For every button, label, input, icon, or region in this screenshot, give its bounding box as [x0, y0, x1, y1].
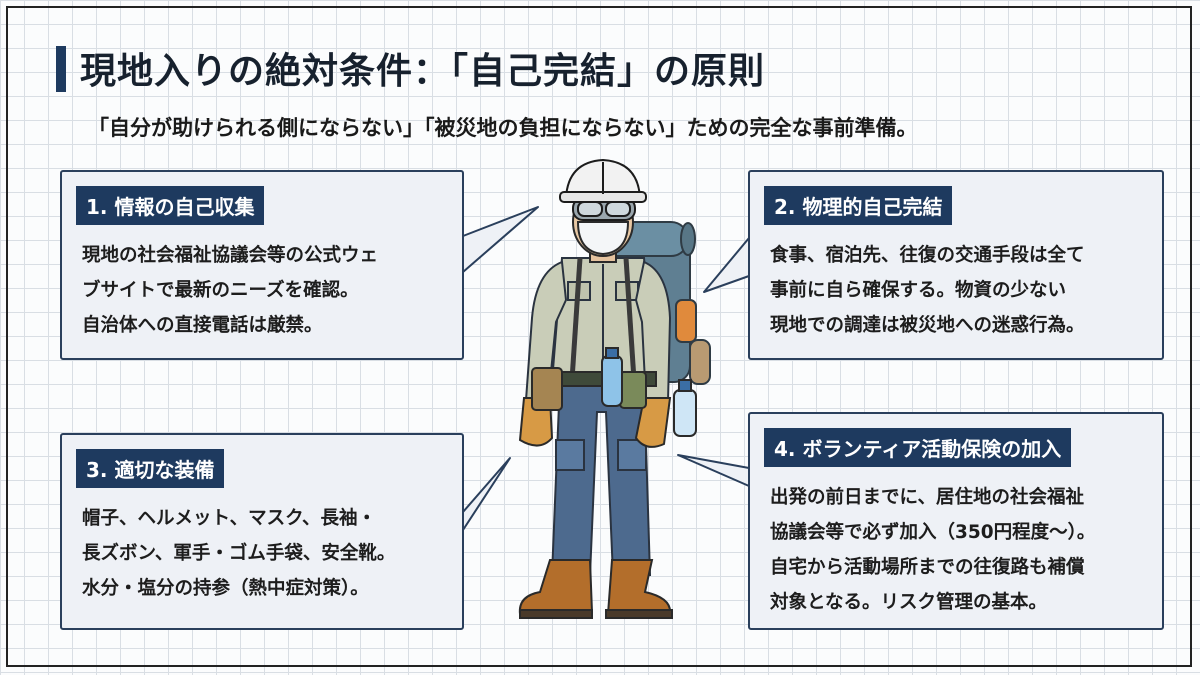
water-bottle-icon [601, 347, 697, 437]
slide-frame [6, 6, 1192, 667]
card-line: 現地の社会福祉協議会等の公式ウェ [82, 245, 379, 266]
card-line: 水分・塩分の持参（熱中症対策）。 [82, 578, 369, 599]
gloves-icon [518, 397, 672, 448]
card-line: 食事、宿泊先、往復の交通手段は全て [770, 245, 1085, 266]
card-line: 現地での調達は被災地への迷惑行為。 [770, 315, 1085, 336]
card-label: 1. 情報の自己収集 [76, 186, 265, 225]
card-line: 事前に自ら確保する。物資の少ない [770, 280, 1067, 301]
card-line: 協議会等で必ず加入（350円程度〜）。 [770, 522, 1096, 543]
card-body: 食事、宿泊先、往復の交通手段は全て 事前に自ら確保する。物資の少ない 現地での調… [770, 238, 1150, 343]
card-label: 2. 物理的自己完結 [764, 186, 953, 225]
card-line: 対象となる。リスク管理の基本。 [770, 592, 1047, 613]
card-proper-equipment: 3. 適切な装備 帽子、ヘルメット、マスク、長袖・ 長ズボン、軍手・ゴム手袋、安… [60, 433, 464, 630]
card-physical-self-sufficiency: 2. 物理的自己完結 食事、宿泊先、往復の交通手段は全て 事前に自ら確保する。物… [748, 170, 1164, 360]
card-line: 自治体への直接電話は厳禁。 [82, 315, 323, 336]
card-body: 出発の前日までに、居住地の社会福祉 協議会等で必ず加入（350円程度〜）。 自宅… [770, 480, 1150, 620]
card-line: 出発の前日までに、居住地の社会福祉 [770, 487, 1084, 508]
card-information-self-collection: 1. 情報の自己収集 現地の社会福祉協議会等の公式ウェ ブサイトで最新のニーズを… [60, 170, 464, 360]
card-line: ブサイトで最新のニーズを確認。 [82, 280, 359, 301]
callout-tail-3 [462, 457, 511, 531]
callout-tail-2 [703, 237, 750, 293]
helmet-icon [559, 158, 647, 203]
safety-boots-icon [518, 559, 673, 619]
card-line: 帽子、ヘルメット、マスク、長袖・ [82, 508, 376, 529]
card-volunteer-insurance: 4. ボランティア活動保険の加入 出発の前日までに、居住地の社会福祉 協議会等で… [748, 412, 1164, 630]
card-body: 現地の社会福祉協議会等の公式ウェ ブサイトで最新のニーズを確認。 自治体への直接… [82, 238, 450, 343]
callout-tail-1 [462, 206, 539, 273]
slide-title: 現地入りの絶対条件：「自己完結」の原則 [80, 51, 766, 92]
card-line: 自宅から活動場所までの往復路も補償 [770, 557, 1085, 578]
card-line: 長ズボン、軍手・ゴム手袋、安全靴。 [82, 543, 396, 564]
mask-icon [576, 221, 630, 256]
torso [550, 257, 658, 383]
card-label: 4. ボランティア活動保険の加入 [764, 428, 1072, 467]
callout-tail-4 [677, 454, 750, 487]
title-accent-bar [56, 46, 66, 92]
card-body: 帽子、ヘルメット、マスク、長袖・ 長ズボン、軍手・ゴム手袋、安全靴。 水分・塩分… [82, 501, 450, 606]
slide-subtitle: 「自分が助けられる側にならない」「被災地の負担にならない」ための完全な事前準備。 [88, 116, 918, 140]
card-label: 3. 適切な装備 [76, 449, 225, 488]
legs [550, 379, 652, 576]
